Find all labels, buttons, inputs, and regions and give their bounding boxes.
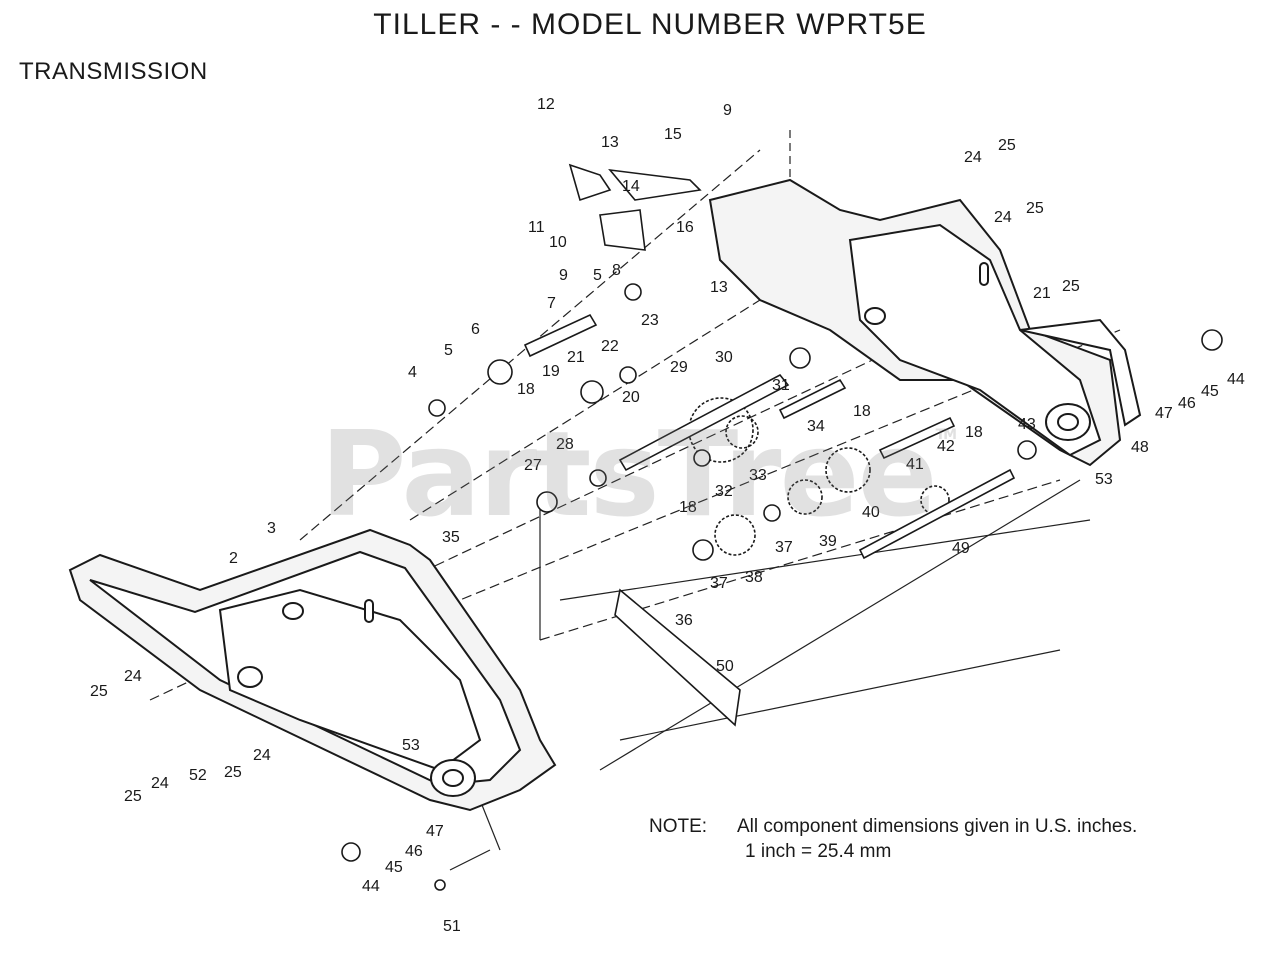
callout-25: 25: [90, 683, 108, 700]
callout-44: 44: [1227, 371, 1245, 388]
callout-24: 24: [124, 668, 142, 685]
callout-45: 45: [1201, 383, 1219, 400]
callout-7: 7: [547, 295, 556, 312]
callout-5: 5: [593, 267, 602, 284]
callout-25: 25: [124, 788, 142, 805]
callout-4: 4: [408, 364, 417, 381]
page-title: TILLER - - MODEL NUMBER WPRT5E: [373, 8, 927, 41]
callout-9: 9: [723, 102, 732, 119]
callout-46: 46: [1178, 395, 1196, 412]
watermark: PartsTreeTM: [320, 405, 957, 543]
callout-3: 3: [267, 520, 276, 537]
callout-34: 34: [807, 418, 825, 435]
callout-40: 40: [862, 504, 880, 521]
front-chain-case: [68, 528, 557, 812]
callout-37: 37: [710, 575, 728, 592]
callout-18: 18: [853, 403, 871, 420]
callout-27: 27: [524, 457, 542, 474]
callout-24: 24: [964, 149, 982, 166]
internal-parts: [341, 163, 1223, 891]
callout-32: 32: [715, 483, 733, 500]
note: NOTE: All component dimensions given in U…: [649, 814, 1137, 864]
callout-53: 53: [402, 737, 420, 754]
callout-47: 47: [1155, 405, 1173, 422]
callout-9: 9: [559, 267, 568, 284]
callout-18: 18: [965, 424, 983, 441]
callout-13: 13: [601, 134, 619, 151]
callout-25: 25: [1062, 278, 1080, 295]
callout-16: 16: [676, 219, 694, 236]
callout-35: 35: [442, 529, 460, 546]
callout-36: 36: [675, 612, 693, 629]
callout-25: 25: [224, 764, 242, 781]
callout-labels: 12 13 15 9 14 16 11 10 9 5 8 7 13 23 6 5…: [90, 96, 1245, 935]
callout-11: 11: [528, 219, 545, 236]
callout-2: 2: [229, 550, 238, 567]
callout-48: 48: [1131, 439, 1149, 456]
callout-5: 5: [444, 342, 453, 359]
callout-25: 25: [998, 137, 1016, 154]
callout-13: 13: [710, 279, 728, 296]
callout-23: 23: [641, 312, 659, 329]
callout-6: 6: [471, 321, 480, 338]
callout-24: 24: [994, 209, 1012, 226]
callout-44: 44: [362, 878, 380, 895]
callout-53: 53: [1095, 471, 1113, 488]
note-line-1: All component dimensions given in U.S. i…: [737, 816, 1138, 837]
callout-38: 38: [745, 569, 763, 586]
rear-chain-case: [708, 178, 1142, 467]
callout-39: 39: [819, 533, 837, 550]
callout-29: 29: [670, 359, 688, 376]
callout-21: 21: [567, 349, 585, 366]
callout-37: 37: [775, 539, 793, 556]
callout-52: 52: [189, 767, 207, 784]
callout-45: 45: [385, 859, 403, 876]
note-line-2: 1 inch = 25.4 mm: [745, 841, 892, 862]
callout-24: 24: [253, 747, 271, 764]
callout-18: 18: [517, 381, 535, 398]
callout-49: 49: [952, 540, 970, 557]
callout-50: 50: [716, 658, 734, 675]
section-title: TRANSMISSION: [19, 58, 208, 85]
note-label: NOTE:: [649, 816, 708, 837]
callout-42: 42: [937, 438, 955, 455]
callout-30: 30: [715, 349, 733, 366]
callout-46: 46: [405, 843, 423, 860]
callout-51: 51: [443, 918, 461, 935]
callout-20: 20: [622, 389, 640, 406]
callout-28: 28: [556, 436, 574, 453]
callout-8: 8: [612, 262, 621, 279]
callout-31: 31: [772, 377, 790, 394]
callout-47: 47: [426, 823, 444, 840]
callout-21: 21: [1033, 285, 1051, 302]
callout-15: 15: [664, 126, 682, 143]
callout-19: 19: [542, 363, 560, 380]
callout-25: 25: [1026, 200, 1044, 217]
callout-10: 10: [549, 234, 567, 251]
callout-43: 43: [1018, 416, 1036, 433]
callout-22: 22: [601, 338, 619, 355]
callout-18: 18: [679, 499, 697, 516]
callout-41: 41: [906, 456, 924, 473]
callout-24: 24: [151, 775, 169, 792]
callout-12: 12: [537, 96, 555, 113]
callout-14: 14: [622, 178, 640, 195]
callout-33: 33: [749, 467, 767, 484]
